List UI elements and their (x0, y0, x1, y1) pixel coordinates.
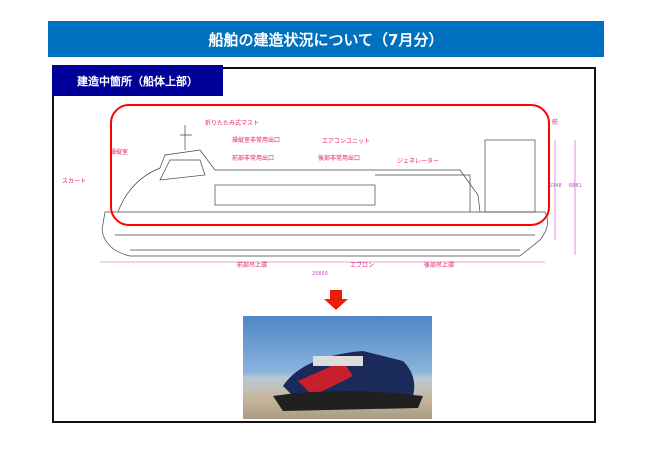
hull-drawing (101, 125, 548, 257)
label-front-lift: 前部吊上環 (237, 261, 267, 269)
label-skirt: スカート (62, 178, 86, 185)
content-frame (52, 67, 596, 423)
label-rudder: 舵 (552, 118, 558, 126)
section-label: 建造中箇所（船体上部） (52, 65, 223, 96)
dimension-height2: 6881 (569, 183, 582, 189)
down-arrow-icon (324, 290, 348, 310)
page-title: 船舶の建造状況について（7月分） (48, 21, 604, 57)
label-cockpit-exit: 操縦室非常用出口 (232, 136, 280, 144)
hovercraft-photo-placeholder (273, 351, 423, 411)
hovercraft-photo (243, 316, 432, 419)
label-front-exit: 前部非常用出口 (232, 154, 274, 162)
label-rear-exit: 後部非常用出口 (318, 154, 360, 162)
highlight-region (110, 104, 550, 226)
dimension-length: 25656 (312, 271, 328, 277)
label-apron: エプロン (350, 262, 374, 269)
label-generator: ジェネレーター (397, 157, 439, 165)
label-cockpit: 操縦室 (110, 148, 128, 156)
label-rear-lift: 後部吊上環 (424, 261, 454, 269)
dimension-height1: 5348 (549, 183, 562, 189)
label-aircon: エアコンユニット (322, 138, 370, 145)
label-mast: 折りたたみ式マスト (205, 119, 259, 127)
dimension-lines (100, 140, 576, 263)
